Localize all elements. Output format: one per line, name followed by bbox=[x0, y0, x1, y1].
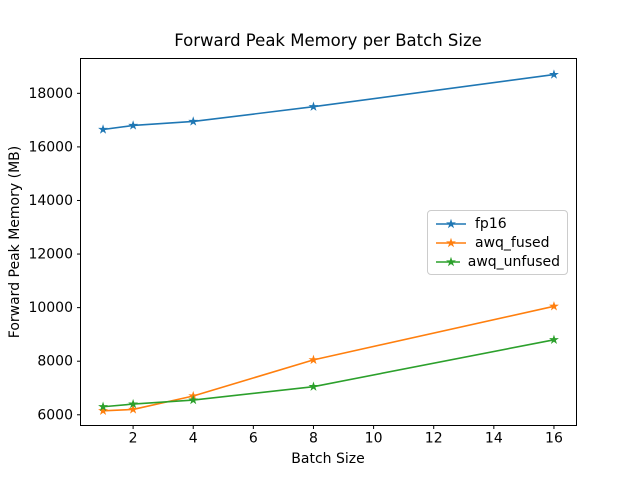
data-point-marker-awq_fused bbox=[98, 405, 108, 415]
x-tick-label: 4 bbox=[189, 431, 198, 447]
data-point-marker-awq_unfused bbox=[128, 398, 139, 409]
data-point-marker-awq_unfused bbox=[188, 394, 199, 405]
y-tick-label: 10000 bbox=[28, 300, 73, 316]
y-tick-label: 18000 bbox=[28, 86, 73, 102]
data-point-marker-fp16 bbox=[308, 101, 319, 111]
legend-item-awq-fused: awq_fused bbox=[435, 234, 560, 252]
y-tick-label: 6000 bbox=[37, 407, 73, 423]
legend: fp16 awq_fused awq_unfused bbox=[427, 210, 568, 275]
series-line-fp16 bbox=[102, 73, 555, 131]
y-tick-label: 14000 bbox=[28, 193, 73, 209]
series-line-awq_unfused bbox=[102, 338, 555, 408]
x-tick-label: 14 bbox=[485, 431, 503, 447]
data-point-marker-fp16 bbox=[188, 116, 199, 126]
x-tick-label: 6 bbox=[249, 431, 258, 447]
y-axis-label: Forward Peak Memory (MB) bbox=[7, 146, 23, 338]
x-tick-label: 16 bbox=[545, 431, 563, 447]
data-point-marker-awq_fused bbox=[549, 301, 559, 311]
data-point-marker-fp16 bbox=[98, 124, 108, 134]
data-point-marker-fp16 bbox=[128, 120, 139, 130]
x-tick-label: 2 bbox=[129, 431, 138, 447]
chart-title: Forward Peak Memory per Batch Size bbox=[174, 31, 482, 50]
x-tick-label: 10 bbox=[365, 431, 383, 447]
legend-line-marker-icon bbox=[436, 256, 460, 266]
legend-line-marker-icon bbox=[436, 237, 466, 247]
x-axis-label: Batch Size bbox=[291, 451, 364, 467]
y-tick-label: 8000 bbox=[37, 354, 73, 370]
data-point-marker-awq_fused bbox=[308, 354, 319, 365]
data-point-marker-fp16 bbox=[549, 69, 559, 79]
y-tick-label: 16000 bbox=[28, 139, 73, 155]
data-point-marker-awq_unfused bbox=[98, 401, 108, 411]
data-point-marker-awq_unfused bbox=[549, 334, 559, 344]
data-point-marker-awq_unfused bbox=[308, 381, 319, 391]
plot-dynamic-layer: 2 4 6 8 10 12 14 16 6000 8000 10000 12000 14000 16000… bbox=[28, 69, 563, 447]
legend-item-fp16: fp16 bbox=[435, 215, 560, 233]
legend-line-marker-icon bbox=[436, 218, 466, 228]
x-tick-label: 8 bbox=[309, 431, 318, 447]
legend-label: awq_fused bbox=[475, 234, 550, 251]
legend-label: fp16 bbox=[475, 215, 507, 232]
legend-label: awq_unfused bbox=[467, 253, 560, 270]
x-tick-label: 12 bbox=[425, 431, 443, 447]
data-point-marker-awq_fused bbox=[128, 404, 139, 414]
y-tick-label: 12000 bbox=[28, 247, 73, 263]
legend-item-awq-unfused: awq_unfused bbox=[435, 253, 560, 271]
series-line-awq_fused bbox=[102, 305, 555, 412]
plot-border bbox=[80, 58, 577, 426]
